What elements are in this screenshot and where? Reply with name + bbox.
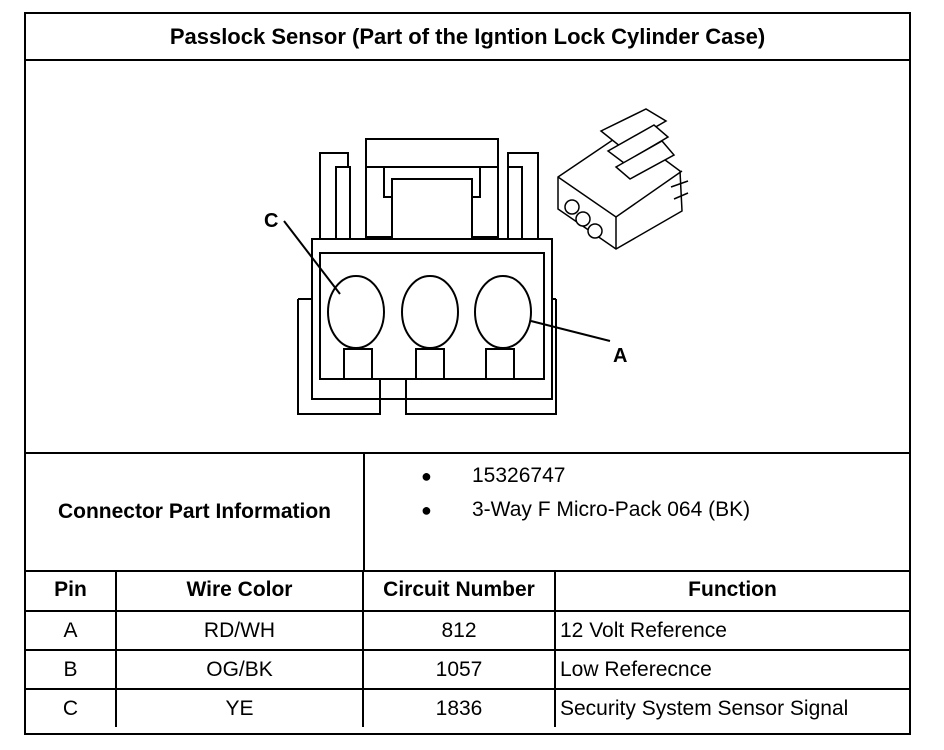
table-row: A RD/WH 812 12 Volt Reference	[26, 610, 909, 651]
header-pin: Pin	[26, 570, 117, 612]
connector-part-information: Connector Part Information ● 15326747 ● …	[26, 454, 909, 572]
wire-color-cell: RD/WH	[115, 610, 364, 651]
callout-c: C	[264, 210, 278, 232]
connector-face-drawing: C A	[264, 108, 689, 415]
table-header-row: Pin Wire Color Circuit Number Function	[26, 570, 909, 612]
connector-info-list: ● 15326747 ● 3-Way F Micro-Pack 064 (BK)	[365, 454, 909, 570]
list-item: ● 15326747	[365, 459, 909, 493]
header-function: Function	[554, 570, 909, 612]
header-wire-color: Wire Color	[115, 570, 364, 612]
part-number: 15326747	[472, 464, 566, 487]
list-item: ● 3-Way F Micro-Pack 064 (BK)	[365, 493, 909, 527]
table-row: B OG/BK 1057 Low Referecnce	[26, 649, 909, 690]
function-cell: Security System Sensor Signal	[554, 688, 909, 727]
sheet-title: Passlock Sensor (Part of the Igntion Loc…	[26, 14, 909, 61]
connector-info-label: Connector Part Information	[26, 454, 365, 570]
wire-color-cell: YE	[115, 688, 364, 727]
circuit-number-cell: 1057	[362, 649, 556, 690]
pin-cell: A	[26, 610, 117, 651]
pin-cell: C	[26, 688, 117, 727]
cavity-c	[327, 275, 385, 349]
connector-sheet: Passlock Sensor (Part of the Igntion Loc…	[24, 12, 911, 735]
circuit-number-cell: 812	[362, 610, 556, 651]
cavity-b	[401, 275, 459, 349]
bullet-icon: ●	[421, 499, 432, 520]
cavity-a	[474, 275, 532, 349]
wire-color-cell: OG/BK	[115, 649, 364, 690]
callout-a: A	[613, 345, 627, 367]
function-cell: Low Referecnce	[554, 649, 909, 690]
connector-diagram: C A	[26, 59, 909, 454]
connector-description: 3-Way F Micro-Pack 064 (BK)	[472, 498, 751, 521]
bullet-icon: ●	[421, 465, 432, 486]
table-row: C YE 1836 Security System Sensor Signal	[26, 688, 909, 727]
header-circuit-number: Circuit Number	[362, 570, 556, 612]
circuit-number-cell: 1836	[362, 688, 556, 727]
function-cell: 12 Volt Reference	[554, 610, 909, 651]
pin-table: Pin Wire Color Circuit Number Function A…	[26, 570, 909, 727]
pin-cell: B	[26, 649, 117, 690]
